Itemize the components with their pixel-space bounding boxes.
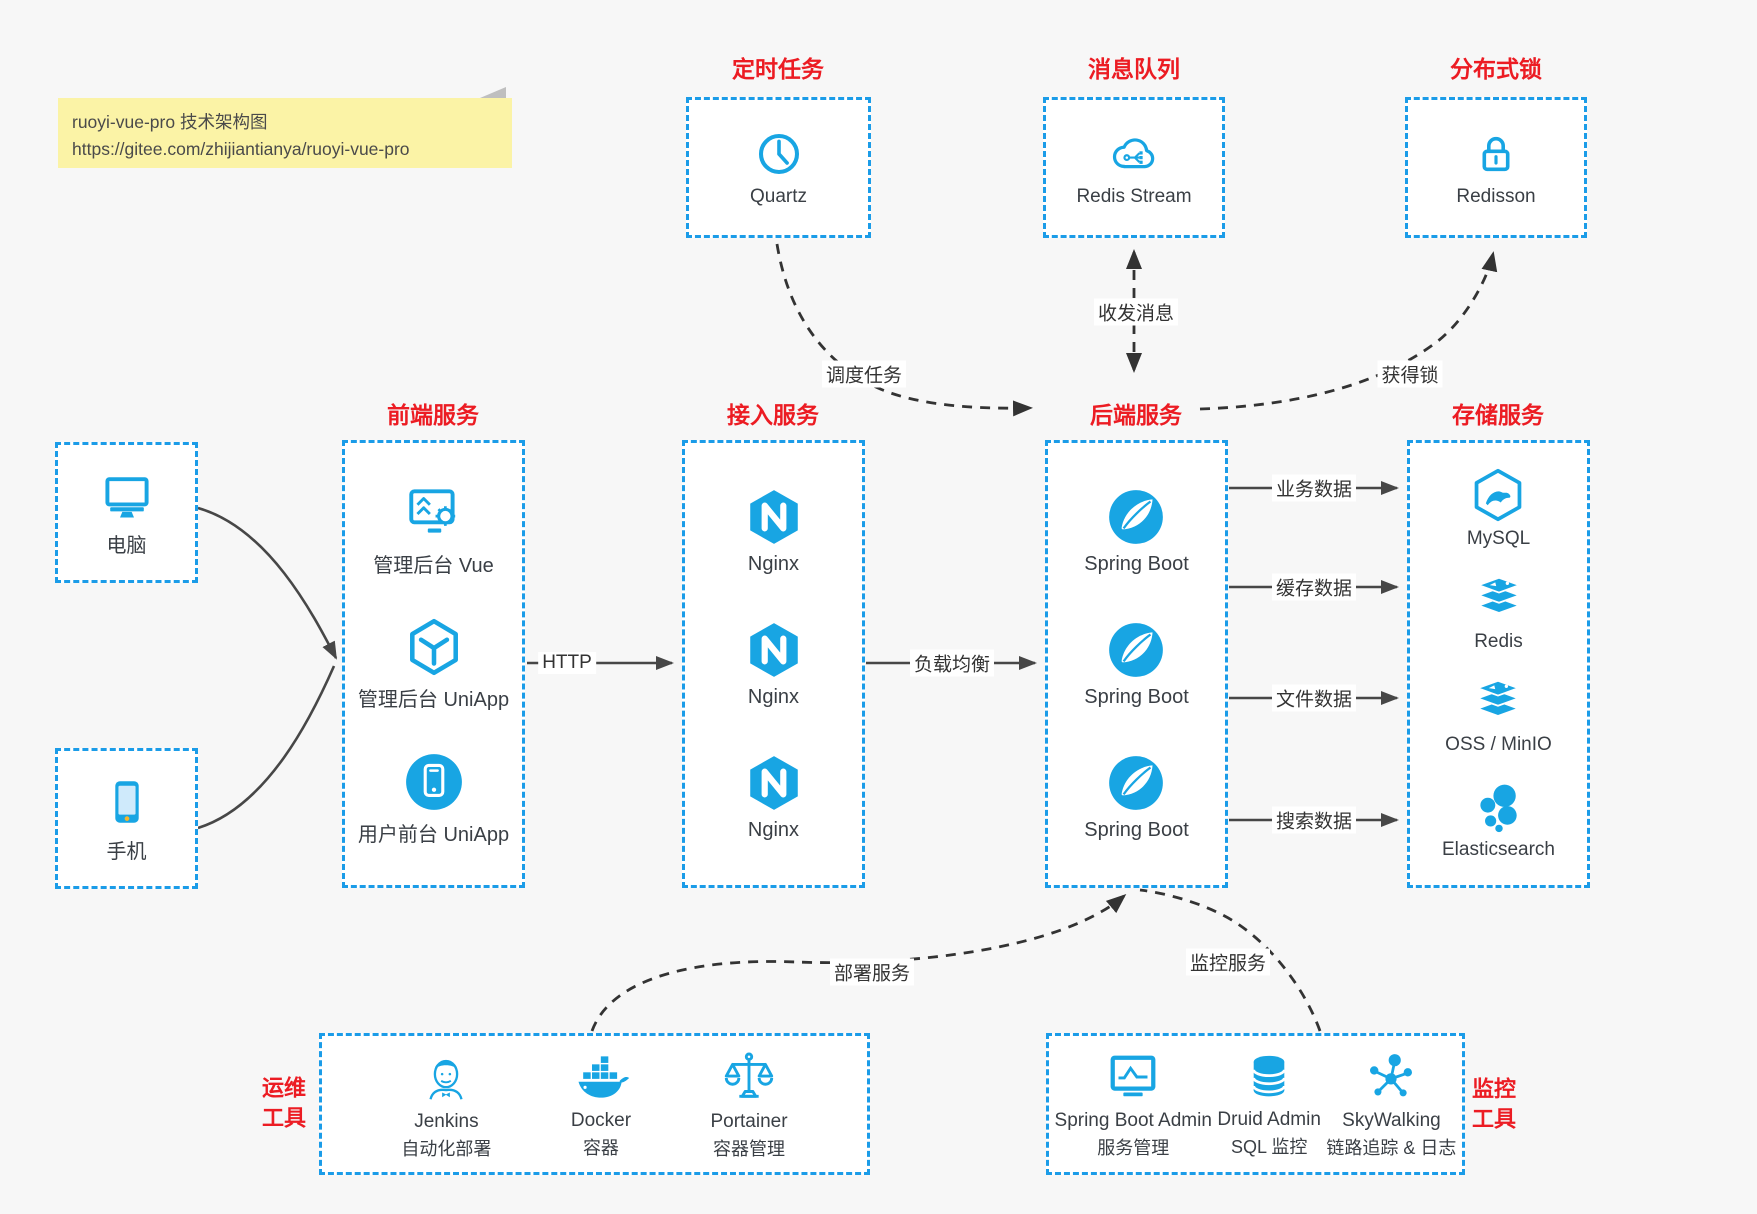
redis-stream-label: Redis Stream (1076, 186, 1192, 207)
docker-icon (578, 1055, 630, 1098)
nginx-icon (749, 756, 798, 810)
clock-icon (758, 133, 799, 175)
jenkins-label: Jenkins (414, 1110, 479, 1132)
edge-label-cache-data: 缓存数据 (1271, 573, 1357, 601)
redis-stream-box: Redis Stream (1043, 97, 1225, 238)
pc-client-box: 电脑 (55, 442, 198, 583)
note-fold-corner (480, 87, 506, 98)
edge-label-message: 收发消息 (1093, 298, 1179, 326)
edge-label-http: HTTP (538, 652, 596, 674)
admin-uniapp-icon (409, 618, 458, 676)
oss-minio-icon (1475, 679, 1522, 717)
edge-label-search-data: 搜索数据 (1271, 806, 1357, 834)
nginx-label: Nginx (747, 819, 800, 841)
spring-boot-label: Spring Boot (1084, 686, 1189, 708)
jenkins-desc: 自动化部署 (401, 1138, 492, 1159)
edge-label-load-balance: 负载均衡 (909, 649, 995, 677)
phone-icon (114, 780, 139, 823)
edge-label-acquire-lock: 获得锁 (1377, 360, 1443, 388)
druid-admin-label: Druid Admin (1217, 1108, 1321, 1130)
spring-boot-admin-label: Spring Boot Admin (1054, 1109, 1212, 1131)
note-title: ruoyi-vue-pro 技术架构图 (72, 112, 268, 132)
druid-admin-icon (1252, 1055, 1286, 1096)
nginx-icon (749, 490, 798, 544)
edge-pc-frontend (197, 506, 338, 660)
storage-services-box: MySQL Redis OSS / MinIO (1407, 440, 1590, 888)
docker-label: Docker (570, 1109, 632, 1131)
phone-label: 手机 (106, 840, 147, 863)
spring-boot-icon (1109, 490, 1164, 544)
skywalking-icon (1370, 1053, 1413, 1096)
admin-uniapp-label: 管理后台 UniApp (357, 689, 510, 711)
title-gateway-services: 接入服务 (727, 402, 819, 428)
mysql-icon (1475, 468, 1522, 522)
user-uniapp-label: 用户前台 UniApp (357, 823, 510, 846)
title-backend-services: 后端服务 (1090, 402, 1182, 428)
user-uniapp-icon (405, 753, 462, 810)
elasticsearch-label: Elasticsearch (1442, 839, 1555, 860)
quartz-box: Quartz (686, 97, 871, 238)
admin-vue-label: 管理后台 Vue (373, 554, 494, 577)
mysql-label: MySQL (1466, 528, 1531, 549)
title-monitor-tools: 监控 工具 (1471, 1076, 1517, 1131)
cloud-stream-icon (1112, 138, 1155, 169)
admin-vue-icon (408, 488, 455, 533)
lock-icon (1482, 136, 1510, 172)
title-message-queue: 消息队列 (1088, 56, 1180, 82)
monitor-tools-box: Spring Boot Admin 服务管理 Druid Admin SQL 监… (1046, 1033, 1465, 1175)
skywalking-label: SkyWalking (1342, 1109, 1441, 1131)
edge-label-deploy: 部署服务 (829, 958, 915, 986)
title-scheduled-task: 定时任务 (732, 56, 824, 82)
redis-label: Redis (1474, 631, 1523, 652)
spring-boot-icon (1109, 623, 1164, 677)
skywalking-desc: 链路追踪 & 日志 (1326, 1137, 1457, 1158)
spring-boot-label: Spring Boot (1084, 553, 1189, 575)
edge-label-biz-data: 业务数据 (1271, 474, 1357, 502)
portainer-label: Portainer (710, 1110, 788, 1132)
portainer-desc: 容器管理 (713, 1138, 785, 1159)
title-distributed-lock: 分布式锁 (1450, 56, 1542, 82)
gateway-services-box: Nginx Nginx Nginx (682, 440, 865, 888)
title-ops-tools: 运维 工具 (261, 1075, 307, 1130)
edge-lock-curve (1199, 251, 1498, 411)
redis-icon (1475, 576, 1522, 614)
portainer-icon (724, 1052, 774, 1098)
redisson-box: Redisson (1405, 97, 1587, 238)
note-url: https://gitee.com/zhijiantianya/ruoyi-vu… (72, 139, 410, 160)
druid-admin-desc: SQL 监控 (1230, 1136, 1308, 1157)
computer-icon (104, 476, 149, 517)
edge-phone-frontend (197, 665, 336, 830)
title-storage-services: 存储服务 (1452, 402, 1544, 428)
edge-label-monitor: 监控服务 (1185, 948, 1271, 976)
spring-boot-admin-icon (1110, 1055, 1156, 1096)
nginx-label: Nginx (747, 553, 800, 575)
ops-tools-box: Jenkins 自动化部署 Docker 容器 (319, 1033, 870, 1175)
backend-services-box: Spring Boot Spring Boot Spring Boot (1045, 440, 1228, 888)
quartz-label: Quartz (749, 186, 808, 207)
edge-label-file-data: 文件数据 (1271, 684, 1357, 712)
frontend-services-box: 管理后台 Vue 管理后台 UniApp 用户前台 UniApp (342, 440, 525, 888)
edge-label-schedule: 调度任务 (821, 360, 907, 388)
nginx-icon (749, 623, 798, 677)
docker-desc: 容器 (582, 1137, 619, 1158)
redisson-label: Redisson (1456, 186, 1536, 207)
title-frontend-services: 前端服务 (387, 402, 479, 428)
spring-boot-admin-desc: 服务管理 (1097, 1137, 1170, 1158)
oss-minio-label: OSS / MinIO (1445, 734, 1552, 755)
jenkins-icon (429, 1059, 464, 1100)
phone-client-box: 手机 (55, 748, 198, 889)
sticky-note: ruoyi-vue-pro 技术架构图 https://gitee.com/zh… (58, 87, 512, 168)
elasticsearch-icon (1479, 784, 1517, 833)
pc-label: 电脑 (106, 534, 147, 557)
spring-boot-icon (1109, 756, 1164, 810)
spring-boot-label: Spring Boot (1084, 819, 1189, 841)
nginx-label: Nginx (747, 686, 800, 708)
